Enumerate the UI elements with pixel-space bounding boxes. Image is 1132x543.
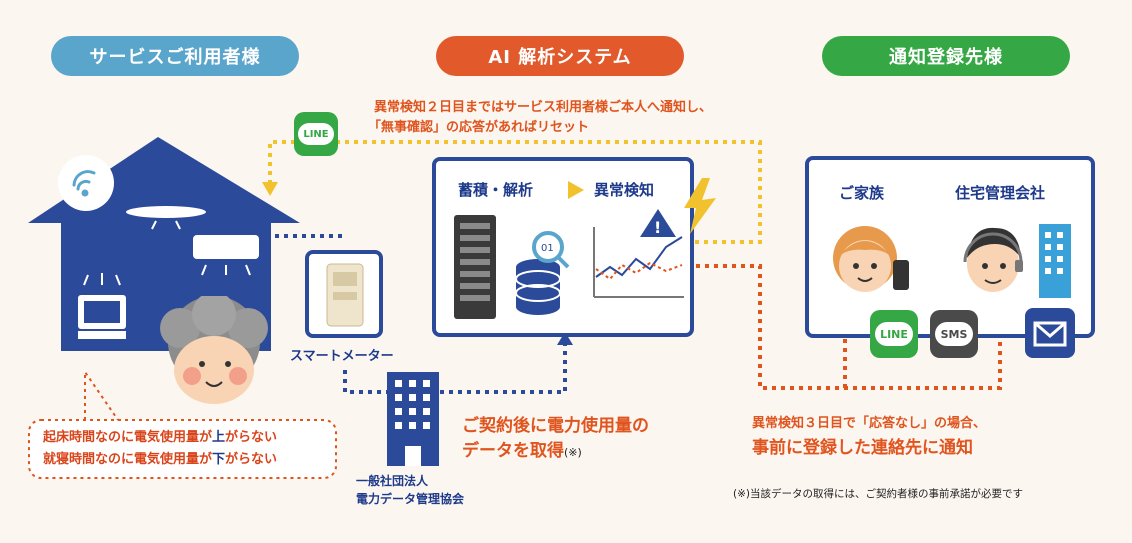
navy-dotted-line-meter-ai bbox=[343, 345, 567, 394]
smart-meter-box bbox=[305, 250, 383, 338]
org-line-2: 電力データ管理協会 bbox=[356, 492, 465, 506]
notify-box: ご家族 住宅管理会社 bbox=[805, 156, 1095, 338]
sms-chat-icon: SMS bbox=[935, 322, 973, 346]
family-label: ご家族 bbox=[839, 184, 885, 202]
line-chat-icon: LINE bbox=[298, 123, 334, 145]
building-icon bbox=[387, 372, 439, 466]
speech-line-1: 起床時間なのに電気使用量が上がらない bbox=[43, 430, 278, 445]
tv-icon bbox=[78, 273, 126, 339]
headset-icon bbox=[963, 232, 1023, 263]
air-conditioner-icon bbox=[193, 235, 259, 276]
yellow-arrowhead-icon bbox=[262, 182, 278, 196]
day3-note-line-2: 事前に登録した連絡先に通知 bbox=[752, 438, 973, 458]
smart-meter-label: スマートメーター bbox=[290, 349, 394, 364]
elderly-user-avatar bbox=[160, 296, 268, 404]
ceiling-light-icon bbox=[126, 206, 206, 230]
mail-badge bbox=[1025, 308, 1075, 358]
smart-meter-icon bbox=[326, 263, 364, 327]
ai-illustration: 01 ! bbox=[454, 209, 684, 319]
yellow-dotted-line bbox=[268, 140, 762, 244]
svg-text:01: 01 bbox=[541, 243, 554, 254]
family-avatar bbox=[833, 226, 909, 292]
ai-system-box: 蓄積・解析 異常検知 01 bbox=[432, 157, 694, 337]
server-icon bbox=[454, 215, 496, 319]
line-badge: LINE bbox=[870, 310, 918, 358]
ai-label-accumulate: 蓄積・解析 bbox=[458, 181, 534, 199]
header-ai-system: AI 解析システム bbox=[436, 36, 684, 76]
magnifier-icon: 01 bbox=[532, 231, 570, 269]
speech-line-2: 就寝時間なのに電気使用量が下がらない bbox=[43, 452, 278, 467]
warning-icon: ! bbox=[640, 209, 676, 237]
anomaly-chart-icon bbox=[593, 227, 684, 298]
ai-label-anomaly: 異常検知 bbox=[594, 181, 655, 199]
mail-icon bbox=[1033, 321, 1067, 347]
footnote: (※)当該データの取得には、ご契約者様の事前承諾が必要です bbox=[733, 488, 1023, 500]
company-staff-avatar bbox=[963, 227, 1023, 292]
org-line-1: 一般社団法人 bbox=[356, 474, 429, 488]
contract-note-line-1: ご契約後に電力使用量の bbox=[462, 416, 649, 436]
top-note-line-2: 「無事確認」の応答があればリセット bbox=[368, 120, 590, 135]
company-label: 住宅管理会社 bbox=[955, 184, 1046, 202]
arrow-right-icon bbox=[568, 181, 584, 199]
company-building-icon bbox=[1039, 224, 1071, 298]
sms-badge: SMS bbox=[930, 310, 978, 358]
line-badge-top: LINE bbox=[294, 112, 338, 156]
navy-arrowhead-icon bbox=[557, 332, 573, 345]
header-user: サービスご利用者様 bbox=[51, 36, 299, 76]
wifi-icon bbox=[72, 170, 96, 197]
smartphone-icon bbox=[893, 260, 909, 290]
database-icon bbox=[515, 259, 561, 315]
header-notify: 通知登録先様 bbox=[822, 36, 1070, 76]
day3-note-line-1: 異常検知３日目で「応答なし」の場合、 bbox=[752, 416, 987, 431]
lightning-icon bbox=[684, 178, 716, 234]
line-chat-icon: LINE bbox=[875, 322, 913, 346]
svg-text:!: ! bbox=[654, 218, 661, 237]
top-note-line-1: 異常検知２日目まではサービス利用者様ご本人へ通知し、 bbox=[374, 100, 713, 115]
contract-note-line-2: データを取得(※) bbox=[462, 441, 582, 461]
